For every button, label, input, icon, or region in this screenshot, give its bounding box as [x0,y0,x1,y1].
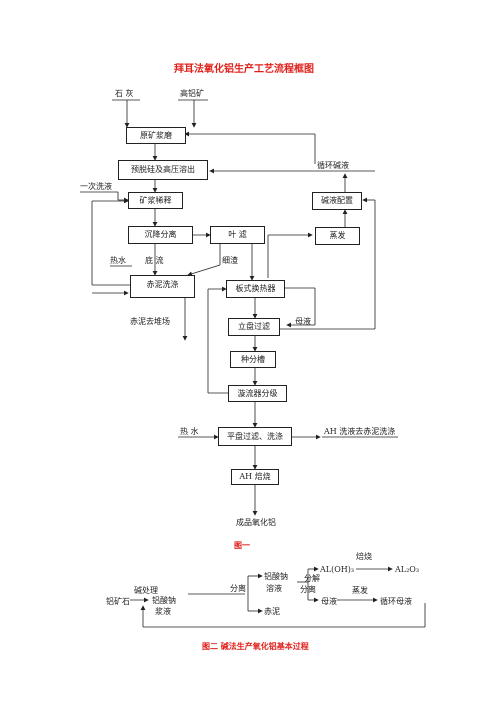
fig2-separation-2: 分离 [300,585,316,594]
fig2-sa-solution-2: 溶液 [266,584,282,593]
input-limestone: 石 灰 [115,89,134,98]
fig2-separation: 分离 [230,584,246,593]
fig2-sa-liquor-1: 铝酸钠 [152,596,176,605]
box-grinding: 原矿浆磨 [126,127,186,144]
box-seed-tank: 种分槽 [230,351,276,368]
input-bauxite: 高铝矿 [180,89,204,98]
label-ah-wash: AH 洗液去赤泥洗涤 [324,427,396,436]
box-evaporation: 蒸发 [315,227,360,245]
label-underflow: 底 流 [145,256,164,265]
fig2-decompose: 分解 [304,574,320,583]
box-settling: 沉降分离 [128,226,193,244]
label-fine-residue: 细渣 [222,256,238,265]
fig2-sa-solution-1: 铝酸钠 [264,572,288,581]
fig2-red-mud: 赤泥 [264,607,280,616]
label-hot-water-2: 热 水 [180,427,199,436]
fig2-aloh3: AL(OH)₃ [320,565,355,574]
label-mud-yard: 赤泥去堆场 [130,317,170,326]
fig2-bauxite: 铝矿石 [106,597,130,606]
box-calcination: AH 焙烧 [231,469,279,485]
label-recycle-alkali: 循环碱液 [317,161,349,170]
label-hot-water-1: 热水 [110,256,126,265]
box-vertical-filter: 立盘过滤 [228,318,280,336]
label-mother-liquor: 母液 [295,317,311,326]
box-mud-wash: 赤泥洗涤 [130,275,195,298]
fig2-al2o3: AL₂O₃ [395,565,420,574]
box-liquor-prep: 碱液配置 [312,192,362,210]
box-cyclone: 漩流器分级 [228,385,287,402]
box-leaf-filter: 叶 滤 [210,226,265,244]
label-product: 成品氧化铝 [236,518,276,527]
fig2-sa-liquor-2: 浆液 [155,607,171,616]
box-desilication: 预脱硅及高压溶出 [118,160,208,180]
fig2-calcine: 焙烧 [356,552,372,561]
flowchart-title: 拜耳法氧化铝生产工艺流程框图 [174,64,314,75]
fig2-alkali-treat: 碱处理 [134,586,158,595]
fig2-evaporate: 蒸发 [352,586,368,595]
box-flat-filter: 平盘过滤、洗涤 [218,427,292,446]
box-dilution: 矿浆稀释 [128,192,183,209]
box-plate-exchanger: 板式换热器 [226,280,285,298]
fig2-recycle-mother: 循环母液 [380,597,412,606]
figure-1-caption: 图一 [234,540,250,550]
fig2-mother-liquor: 母液 [321,597,337,606]
label-first-wash: 一次洗液 [80,182,112,191]
figure-2-caption: 图二 碱法生产氧化铝基本过程 [202,641,309,651]
